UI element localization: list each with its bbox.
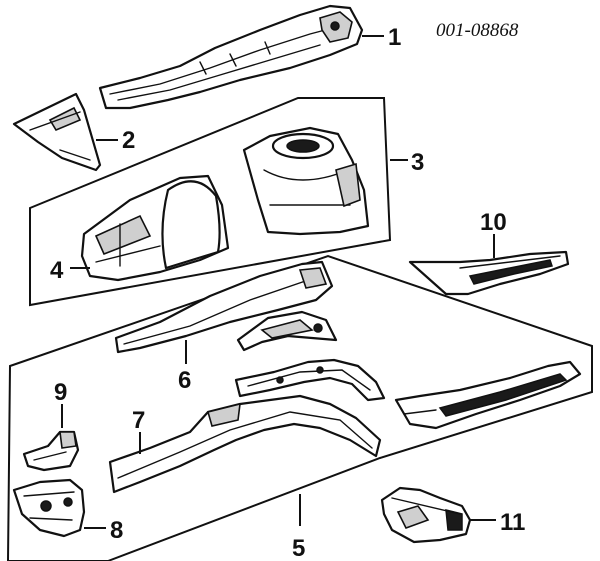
callout-6[interactable]: 6 [178,367,191,394]
part-bracket-upper[interactable] [236,310,338,352]
group-3-frame [29,97,392,307]
part-rocker[interactable] [394,360,582,430]
part-1-upper-rail[interactable] [98,4,364,110]
part-6-side-member[interactable] [114,260,334,354]
part-10-sill[interactable] [408,250,570,296]
callout-7[interactable]: 7 [132,407,145,434]
reference-code: 001-08868 [436,20,519,41]
group-5-frame [6,254,593,561]
callout-4[interactable]: 4 [50,257,64,284]
part-11-crossmember[interactable] [380,486,472,544]
callout-3[interactable]: 3 [411,149,424,176]
callout-2[interactable]: 2 [122,127,135,154]
callout-1[interactable]: 1 [388,24,401,51]
part-4-wheelhouse[interactable] [80,174,230,282]
part-reinforcement-arch[interactable] [234,358,386,402]
callout-8[interactable]: 8 [110,517,123,544]
callout-10[interactable]: 10 [480,209,507,236]
part-8-mount-plate[interactable] [12,478,86,538]
part-9-bracket[interactable] [22,430,80,472]
callout-11[interactable]: 11 [500,509,525,536]
part-7-lower-rail[interactable] [108,394,382,494]
callout-5[interactable]: 5 [292,535,305,561]
part-3-strut-tower[interactable] [242,126,370,236]
callout-9[interactable]: 9 [54,379,67,406]
part-2-gusset[interactable] [12,92,102,172]
